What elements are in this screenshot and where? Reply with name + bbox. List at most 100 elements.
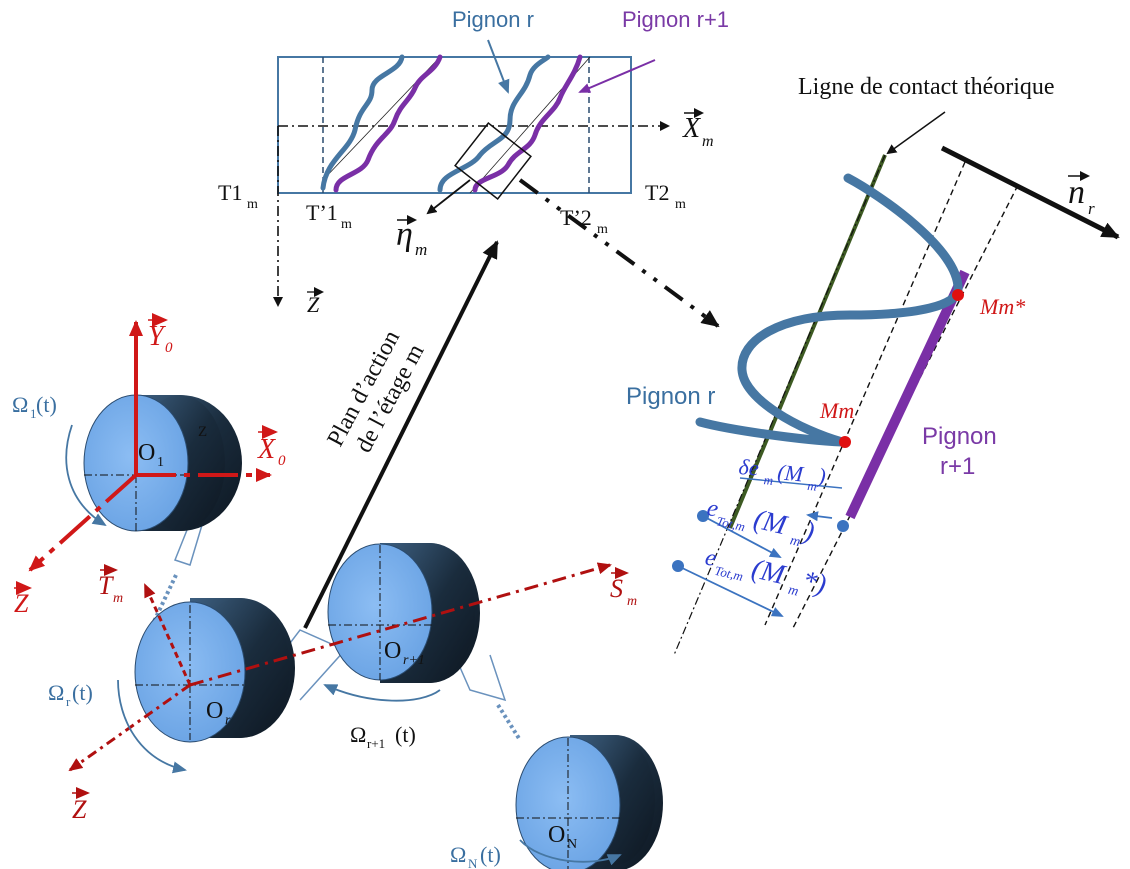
omegan-label: Ω N (t) [450,842,501,869]
point-mm [839,436,851,448]
delta-e-arg-sub: m [807,478,818,494]
orp1-sub: r+1 [403,653,425,668]
gear-or1 [327,543,480,683]
etot2-sub: Tot,m [713,563,744,584]
z-small-label: Z [198,424,207,440]
t2m-sub: m [675,197,686,212]
eta-label-sub: m [415,240,427,259]
on-label: O N [548,822,577,852]
z-top-main: Z [307,292,320,317]
omegar-sub: r [66,694,71,709]
x0-label: X 0 [257,425,286,469]
omegarp1-sub: r+1 [367,736,385,751]
parallel-dash-1 [764,161,966,626]
orp1-label: O r+1 [384,638,425,668]
etot2-arg-sub: m [787,583,800,600]
xm-label: X m [682,108,714,150]
nr-sub: r [1088,199,1095,218]
or-main: O [206,698,223,724]
on-main: O [548,822,565,848]
shaft-2-dots [496,703,522,742]
omegan-sub: N [468,856,478,869]
pinion-r1-flank [845,269,970,520]
omegar1-arrow [323,684,441,702]
contact-line-pointer [886,111,946,155]
t1m-sub: m [247,197,258,212]
tm-label: T m [98,564,123,606]
etot2-close: *) [799,565,829,600]
pinion-r-top-label: Pignon r [452,7,534,32]
parallel-dash-2 [791,184,1019,631]
o1-main: O [138,440,155,466]
omegar-label: Ω r (t) [48,680,93,709]
pinion-r1-right-label-a: Pignon [922,423,997,450]
tm-axis [143,583,192,686]
gear-on [515,735,663,869]
omegarp1-label: Ω r+1 (t) [350,722,416,751]
etot1-arg-sub: m [788,533,801,550]
omega1-t: (t) [36,392,57,417]
zoom-contact-view [672,111,1120,656]
nr-main: n [1068,174,1085,211]
t2m-label: T2 m [645,180,686,212]
etot2-label: e Tot,m (M m *) [703,545,829,601]
sm-main: S [610,574,623,603]
contact-line-ext [673,154,886,656]
tp2m-label: T’2 m [560,205,608,237]
etot-arrow-2 [677,565,784,617]
plan-action-label: Plan d’action de l’étage m [322,326,429,457]
nr-label: n r [1068,171,1095,218]
y0-sub: 0 [165,340,173,356]
t1m-label: T1 m [218,180,258,212]
delta-e-label: δe m (M m ) [738,454,827,494]
omegan-arrow [519,839,622,866]
y0-main: Y [148,321,167,352]
tp2m-main: T’2 [560,205,592,230]
plane-of-action-arrow [303,240,499,629]
nr-arrow [940,145,1120,240]
xm-label-main: X [682,113,701,144]
frame-o1 [28,320,272,572]
zoom-box [454,122,532,200]
xm-label-sub: m [702,133,714,150]
pinion-r1-right-label-b: r+1 [940,453,975,480]
mm-label: Mm [819,398,854,423]
etot-arrow-1 [702,515,782,558]
z-bottom-label: Z [72,787,90,824]
delta-e-main: δe [738,454,760,481]
on-sub: N [567,837,577,852]
omegan-t: (t) [480,842,501,867]
pinion-r1-top-label: Pignon r+1 [622,7,729,32]
omegar-t: (t) [72,680,93,705]
delta-e-close: ) [815,463,826,489]
eta-arrow [426,179,471,215]
eta-label-main: η [396,216,413,253]
t1m-main: T1 [218,180,242,205]
omegarp1-main: Ω [350,722,366,747]
etot2-arg: (M [749,553,789,591]
eta-label: η m [396,215,427,259]
etot1-sub: Tot,m [715,513,746,534]
z0-axis [28,473,138,572]
delta-e-arg: (M [776,459,805,486]
orp1-main: O [384,638,401,664]
x0-sub: 0 [278,453,286,469]
o1-sub: 1 [157,455,164,470]
dim-dot [837,520,849,532]
pinion-r1-profile-2 [472,54,583,193]
tp2m-sub: m [597,222,608,237]
gear-or [134,598,295,743]
point-mm-star [952,289,964,301]
pinion-r-right-label: Pignon r [626,383,715,410]
delta-e-line [739,477,843,489]
tooth-face-panel [273,39,670,307]
pinion-r-profile-2 [437,54,551,193]
contact-line-label: Ligne de contact théorique [798,74,1055,100]
mm-star-label: Mm* [979,294,1025,319]
y0-label: Y 0 [148,313,173,356]
tm-sub: m [113,591,123,606]
omega1-label: Ω 1 (t) [12,392,57,421]
omegar-main: Ω [48,680,64,705]
sm-sub: m [627,594,637,609]
